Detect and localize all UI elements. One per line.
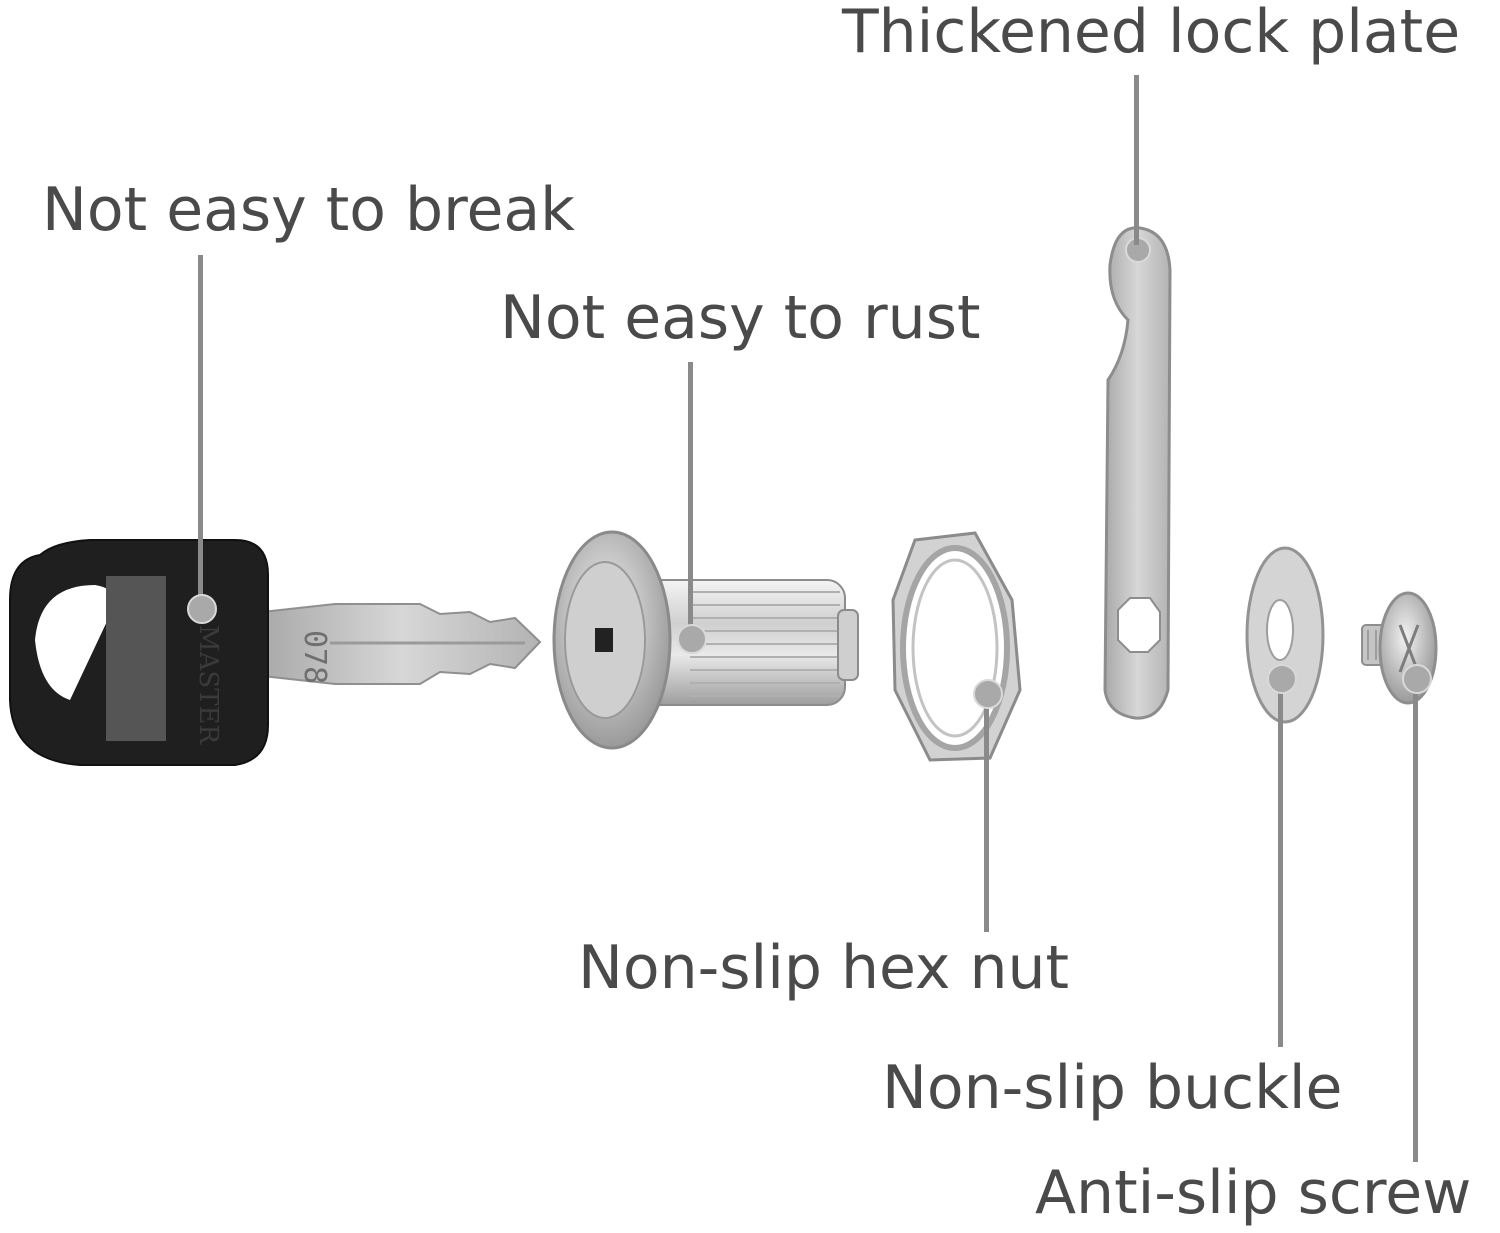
label-not-easy-to-break: Not easy to break [42, 175, 575, 245]
key-number-text: 078 [297, 630, 332, 684]
leader-line-cylinder [688, 362, 693, 636]
label-not-easy-to-rust: Not easy to rust [500, 283, 981, 353]
leader-line-key [198, 255, 203, 605]
key-brand-text: MASTER [193, 625, 223, 746]
buckle-illustration [1245, 546, 1325, 724]
marker-dot-screw [1402, 664, 1432, 694]
leader-line-lock-plate [1134, 75, 1139, 245]
marker-dot-buckle [1267, 664, 1297, 694]
hex-nut-illustration [891, 531, 1022, 762]
label-non-slip-buckle: Non-slip buckle [882, 1053, 1343, 1123]
key-hole [35, 585, 115, 700]
marker-dot-cylinder [677, 624, 707, 654]
marker-dot-key [187, 594, 217, 624]
label-anti-slip-screw: Anti-slip screw [1035, 1158, 1472, 1228]
marker-dot-hex-nut [973, 679, 1003, 709]
key-illustration: 078 MASTER [9, 539, 542, 766]
cylinder-illustration [552, 530, 859, 750]
key-label-patch [106, 576, 166, 741]
leader-line-screw [1413, 677, 1418, 1162]
label-thickened-lock-plate: Thickened lock plate [842, 0, 1461, 67]
label-non-slip-hex-nut: Non-slip hex nut [578, 933, 1070, 1003]
lock-plate-illustration [1103, 226, 1172, 720]
leader-line-hex-nut [984, 692, 989, 932]
leader-line-buckle [1278, 677, 1283, 1047]
